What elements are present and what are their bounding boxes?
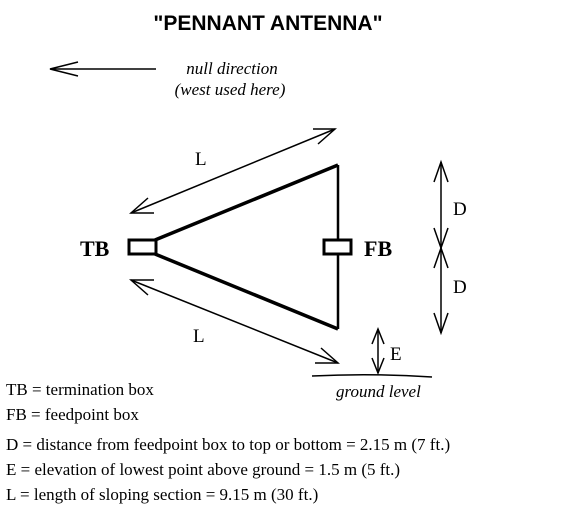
length-label-top: L	[195, 149, 207, 170]
legend-item-l: L = length of sloping section = 9.15 m (…	[6, 485, 318, 504]
legend-item-fb: FB = feedpoint box	[6, 405, 139, 424]
elevation-arrow	[371, 326, 385, 376]
legend-item-d: D = distance from feedpoint box to top o…	[6, 435, 450, 454]
elevation-label: E	[390, 344, 402, 365]
fb-label: FB	[364, 236, 392, 261]
length-label-bottom: L	[193, 326, 205, 347]
legend-item-tb: TB = termination box	[6, 380, 154, 399]
length-arrow-bottom	[129, 279, 340, 364]
legend: TB = termination box FB = feedpoint box …	[6, 380, 450, 504]
tb-label: TB	[80, 236, 110, 261]
distance-label-bottom: D	[453, 277, 467, 298]
legend-item-e: E = elevation of lowest point above grou…	[6, 460, 400, 479]
distance-label-top: D	[453, 199, 467, 220]
ground-line	[311, 373, 433, 378]
diagram-title: "PENNANT ANTENNA"	[153, 12, 382, 35]
null-direction-note: (west used here)	[175, 80, 286, 99]
distance-arrow-top	[433, 159, 449, 251]
ground-level-label: ground level	[336, 382, 421, 401]
termination-box	[127, 238, 158, 256]
distance-arrow-bottom	[433, 245, 449, 336]
antenna-wire	[154, 163, 340, 331]
length-arrow-top	[129, 128, 337, 214]
feedpoint-box	[322, 238, 353, 256]
null-direction-label: null direction	[186, 59, 277, 78]
null-direction-arrow	[49, 61, 156, 77]
